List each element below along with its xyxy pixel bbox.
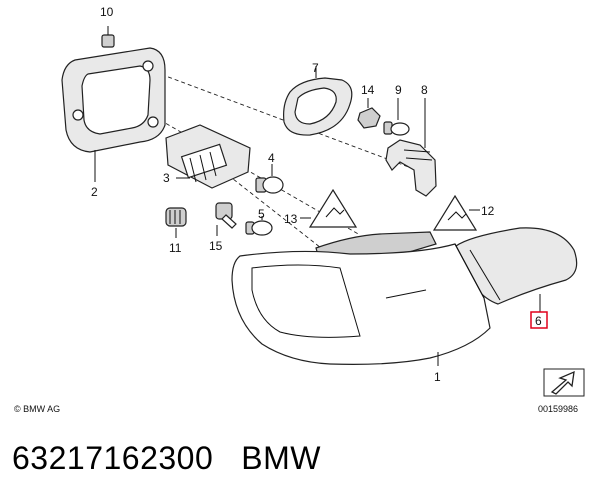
part-7-gasket[interactable]: [283, 66, 353, 136]
footer-title: 63217162300 BMW: [12, 440, 321, 477]
part-3-bulb-holder[interactable]: [165, 124, 251, 189]
brand-name: BMW: [241, 440, 321, 476]
part-9-bulb[interactable]: [383, 98, 410, 136]
part-5-bulb[interactable]: [245, 216, 273, 236]
part-2-gasket[interactable]: [61, 47, 166, 182]
part-15-socket[interactable]: [215, 202, 237, 236]
part-13-warning-label[interactable]: [300, 188, 358, 228]
orientation-arrow-icon: [543, 368, 585, 397]
callout-3: 3: [163, 171, 170, 185]
callout-11: 11: [169, 241, 182, 255]
part-number: 63217162300: [12, 440, 214, 476]
part-4-bulb[interactable]: [255, 164, 284, 194]
part-11-socket[interactable]: [165, 207, 187, 238]
callout-9: 9: [395, 83, 402, 97]
callout-10: 10: [100, 5, 114, 19]
part-12-warning-label[interactable]: [432, 194, 480, 231]
callout-13: 13: [284, 212, 298, 226]
part-1-outer-taillight[interactable]: [231, 231, 491, 366]
copyright-notice: © BMW AG: [14, 404, 61, 414]
part-6-inner-taillight[interactable]: [455, 227, 578, 312]
part-10-nut[interactable]: [101, 26, 115, 48]
callout-15: 15: [209, 239, 223, 253]
callout-8: 8: [421, 83, 428, 97]
part-14-nut[interactable]: [357, 98, 381, 129]
callout-7: 7: [312, 61, 319, 75]
callout-5: 5: [258, 207, 265, 221]
callout-1: 1: [434, 370, 441, 384]
callout-2: 2: [91, 185, 98, 199]
parts-diagram: 10 2 3 4 5 11 15 7 14 9 8 13 12 1 6: [61, 5, 585, 397]
image-number: 00159986: [538, 404, 579, 414]
callout-6-highlight-box[interactable]: [530, 311, 548, 329]
part-8-bracket[interactable]: [385, 98, 437, 197]
callout-14: 14: [361, 83, 375, 97]
callout-12: 12: [481, 204, 495, 218]
callout-4: 4: [268, 151, 275, 165]
callout-6: 6: [535, 314, 542, 328]
